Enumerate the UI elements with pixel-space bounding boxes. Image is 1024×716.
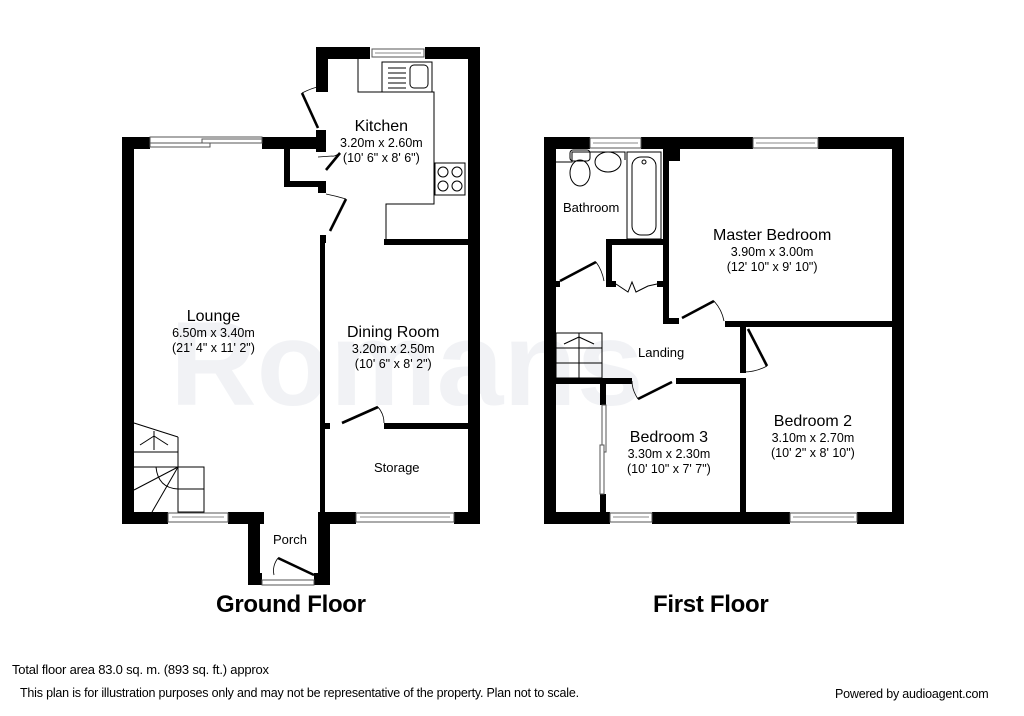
- room-imperial: (10' 6" x 8' 6"): [342, 150, 420, 165]
- first-floor-windows: [589, 137, 858, 523]
- first-floor-stairs: [555, 332, 603, 379]
- powered-by: Powered by audioagent.com: [835, 687, 989, 701]
- room-name: Kitchen: [354, 118, 409, 135]
- room-imperial: (21' 4" x 11' 2"): [172, 340, 255, 355]
- ground-floor-stairs: [133, 422, 205, 513]
- watermark: Romans: [170, 297, 643, 431]
- ground-floor-doors: [273, 86, 385, 577]
- room-name: Lounge: [186, 308, 241, 325]
- bathroom-fittings: [556, 149, 662, 240]
- room-label-landing: Landing: [638, 345, 685, 361]
- room-label-dining-room: Dining Room 3.20m x 2.50m (10' 6" x 8' 2…: [347, 324, 439, 371]
- ground-floor-title: Ground Floor: [216, 591, 366, 618]
- room-name: Bedroom 2: [773, 413, 853, 430]
- room-label-bathroom: Bathroom: [563, 200, 620, 216]
- room-label-kitchen: Kitchen 3.20m x 2.60m (10' 6" x 8' 6"): [340, 118, 423, 165]
- room-name: Porch: [273, 532, 307, 547]
- room-label-master-bedroom: Master Bedroom 3.90m x 3.00m (12' 10" x …: [713, 227, 831, 274]
- room-metric: 3.90m x 3.00m: [730, 245, 814, 260]
- room-metric: 3.20m x 2.50m: [351, 342, 435, 357]
- room-name: Dining Room: [347, 324, 440, 341]
- room-imperial: (10' 6" x 8' 2"): [354, 356, 432, 371]
- room-metric: 6.50m x 3.40m: [172, 326, 255, 341]
- disclaimer: This plan is for illustration purposes o…: [20, 686, 579, 700]
- room-metric: 3.30m x 2.30m: [627, 447, 711, 462]
- room-name: Landing: [638, 345, 685, 360]
- ground-floor-walls: [122, 47, 480, 585]
- first-floor-title: First Floor: [653, 591, 769, 618]
- room-imperial: (12' 10" x 9' 10"): [726, 259, 818, 274]
- room-metric: 3.10m x 2.70m: [771, 431, 855, 446]
- first-floor-doors: [559, 260, 769, 401]
- room-name: Bedroom 3: [629, 429, 709, 446]
- room-label-bedroom-3: Bedroom 3 3.30m x 2.30m (10' 10" x 7' 7"…: [627, 429, 711, 476]
- room-name: Bathroom: [563, 200, 620, 215]
- first-floor-walls: [544, 137, 904, 524]
- total-floor-area: Total floor area 83.0 sq. m. (893 sq. ft…: [12, 662, 269, 677]
- room-imperial: (10' 2" x 8' 10"): [771, 445, 855, 460]
- ground-floor-windows: [149, 48, 455, 586]
- room-metric: 3.20m x 2.60m: [340, 136, 423, 151]
- room-label-lounge: Lounge 6.50m x 3.40m (21' 4" x 11' 2"): [172, 308, 255, 355]
- room-label-storage: Storage: [374, 460, 420, 476]
- room-name: Master Bedroom: [713, 227, 832, 244]
- kitchen-fittings: [357, 59, 466, 239]
- room-name: Storage: [374, 460, 420, 475]
- room-label-bedroom-2: Bedroom 2 3.10m x 2.70m (10' 2" x 8' 10"…: [771, 413, 855, 460]
- room-imperial: (10' 10" x 7' 7"): [627, 461, 711, 476]
- room-label-porch: Porch: [273, 532, 307, 548]
